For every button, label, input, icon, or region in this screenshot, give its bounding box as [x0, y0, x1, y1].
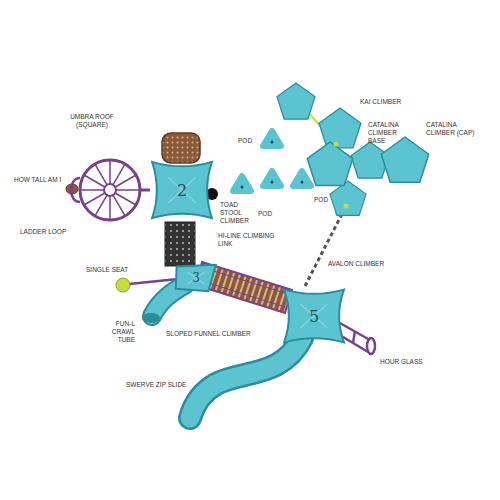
- part-label: FUN-L CRAWL TUBE: [95, 320, 135, 343]
- part-label: HI-LINE CLIMBING LINK: [218, 232, 282, 248]
- part-label: TOAD STOOL CLIMBER: [220, 201, 256, 224]
- part-label: POD: [258, 210, 272, 218]
- part-label: AVALON CLIMBER: [328, 260, 384, 268]
- deck-platform: 2: [148, 158, 216, 222]
- avalon-climber: [305, 212, 343, 286]
- part-label: UMBRA ROOF (SQUARE): [68, 113, 116, 129]
- hour-glass: [338, 322, 375, 354]
- part-label: HOUR GLASS: [380, 358, 423, 366]
- catalina-climber: [277, 83, 429, 215]
- part-label: POD: [314, 196, 328, 204]
- part-label: SINGLE SEAT: [86, 266, 128, 274]
- umbra-roof: [162, 133, 200, 163]
- part-label: HOW TALL AM I: [14, 176, 61, 184]
- toad-stool-panel: [165, 222, 195, 266]
- part-label: POD: [238, 137, 252, 145]
- ladder-loop: [71, 160, 150, 220]
- part-label: CATALINA CLIMBER BASE: [368, 121, 412, 144]
- zip-slide: [190, 338, 302, 418]
- deck-platform: 3: [174, 263, 218, 293]
- pods: [233, 131, 311, 191]
- deck-number: 3: [174, 263, 218, 293]
- part-label: KAI CLIMBER: [360, 98, 401, 106]
- part-label: LADDER LOOP: [20, 228, 66, 236]
- single-seat: [116, 278, 130, 292]
- part-label: CATALINA CLIMBER (CAP): [426, 121, 478, 137]
- part-label: SLOPED FUNNEL CLIMBER: [166, 330, 251, 338]
- deck-number: 2: [148, 158, 216, 222]
- deck-number: 5: [280, 286, 348, 346]
- part-label: SWERVE ZIP SLIDE: [126, 381, 186, 389]
- deck-platform: 5: [280, 286, 348, 346]
